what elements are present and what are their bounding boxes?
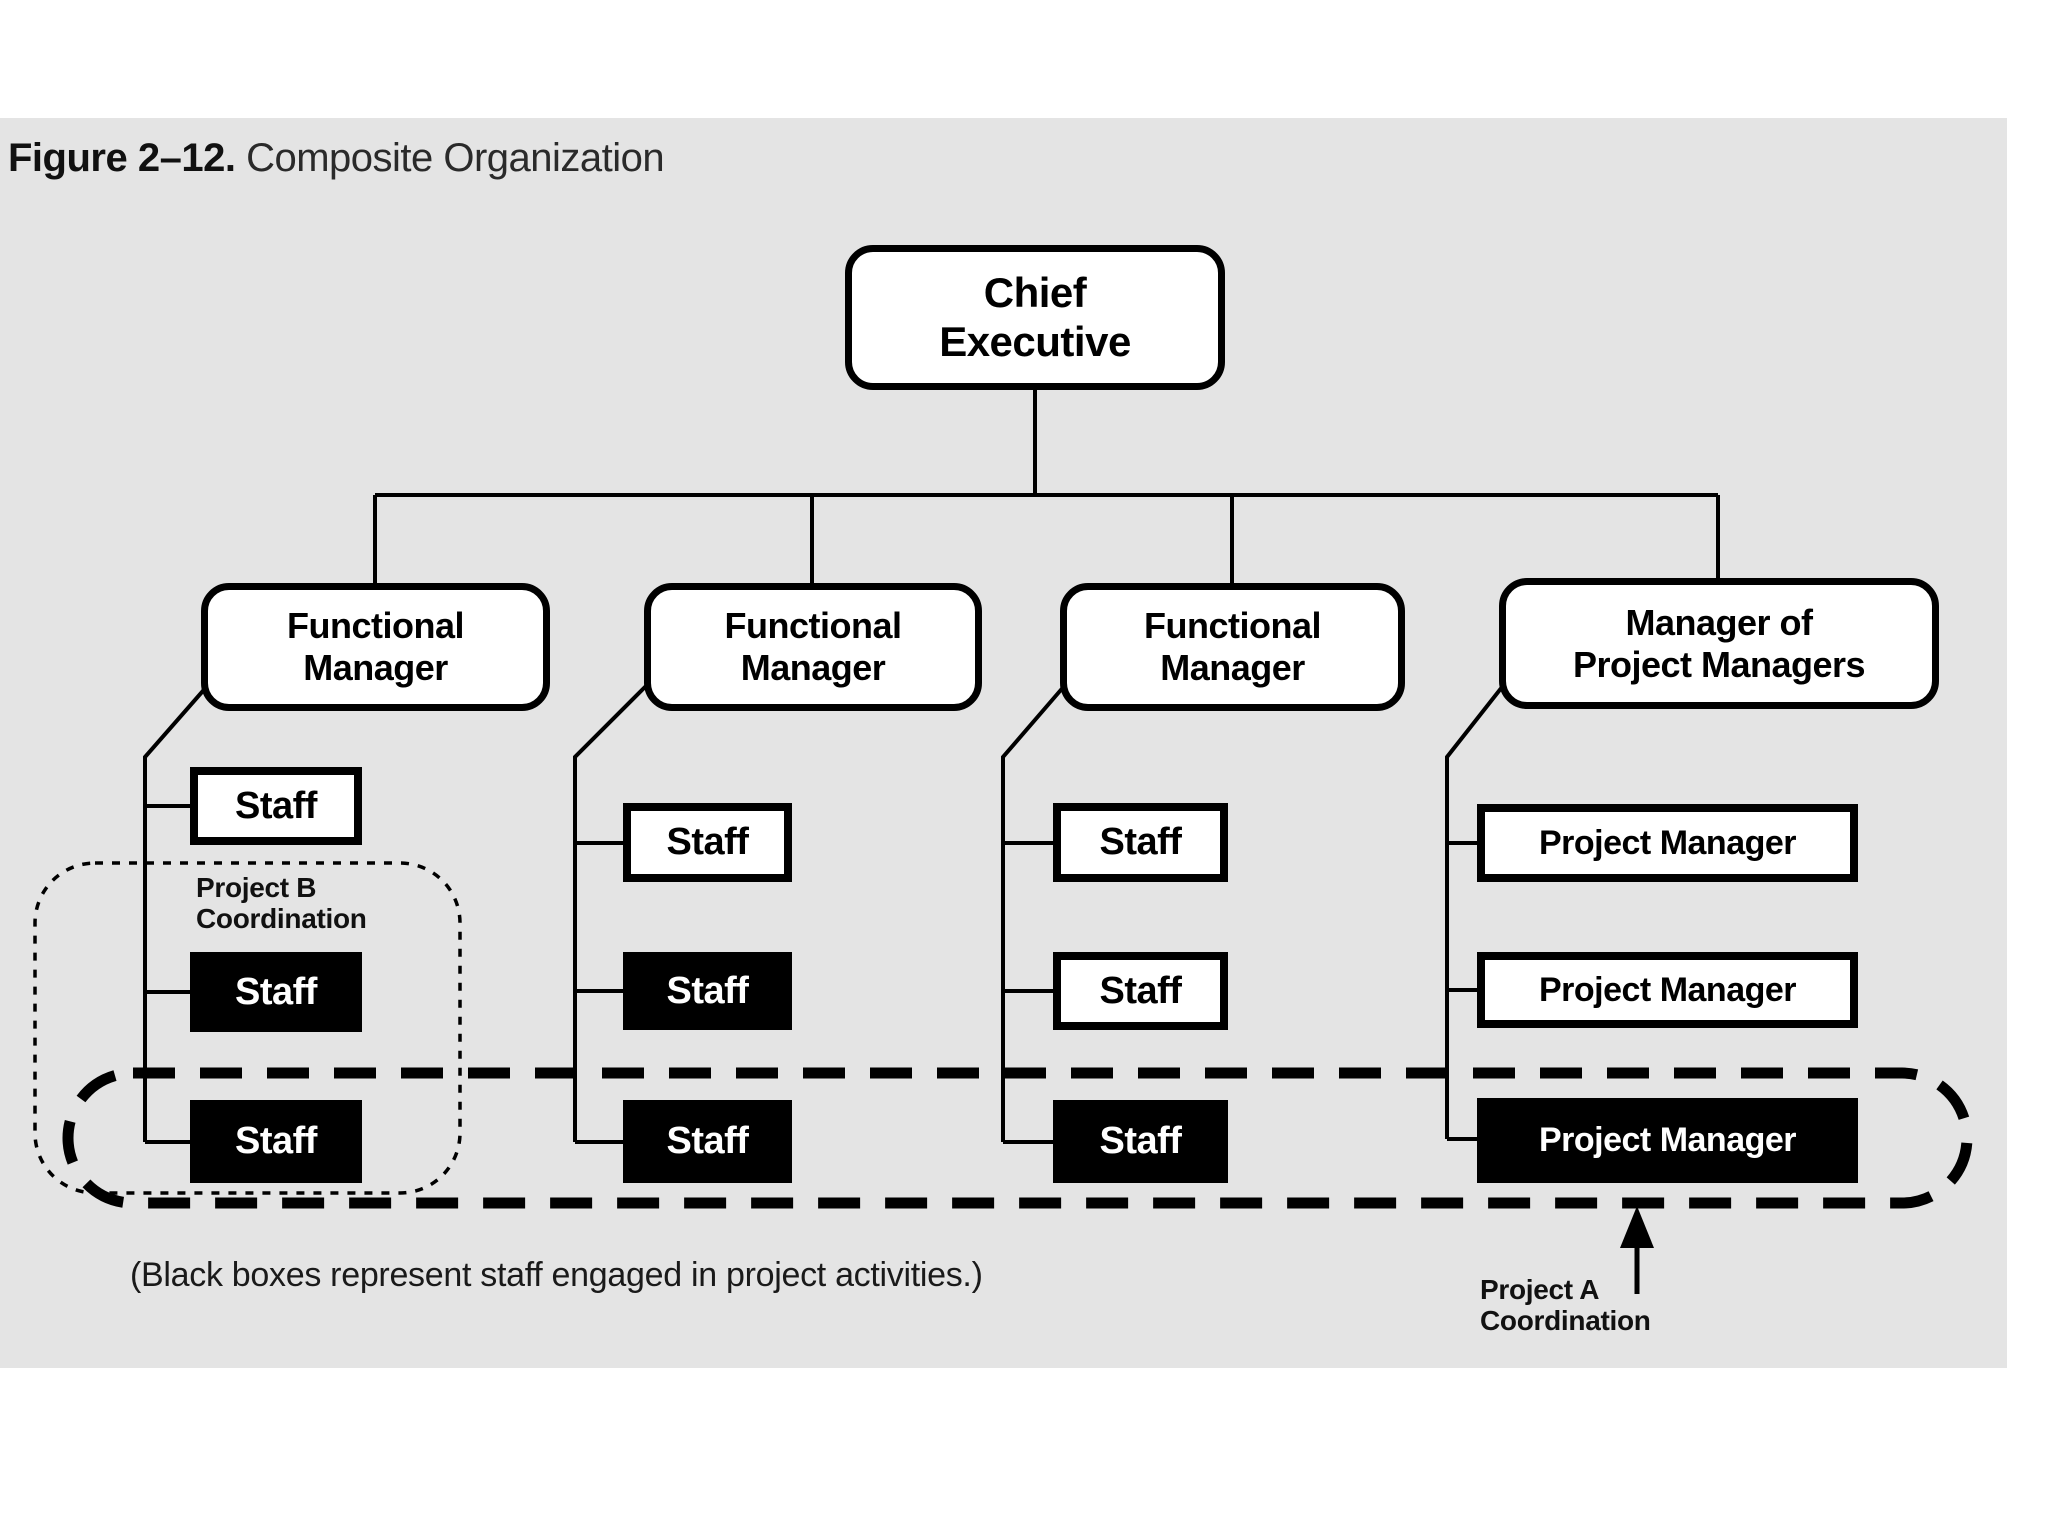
org-box-staff-c3-r1: Staff — [1053, 803, 1228, 882]
org-box-label: Chief Executive — [939, 269, 1131, 365]
org-tree-connectors — [373, 390, 1720, 583]
org-box-staff-c1-r1: Staff — [190, 767, 362, 845]
figure-number: Figure 2–12. — [8, 136, 236, 180]
org-box-staff-c2-r1: Staff — [623, 803, 792, 882]
org-box-staff-c2-r3-engaged: Staff — [623, 1100, 792, 1183]
figure-caption: Figure 2–12. Composite Organization — [8, 136, 665, 181]
org-box-label: Manager of Project Managers — [1572, 601, 1866, 685]
org-box-label: Project Manager — [1538, 970, 1797, 1009]
org-box-label: Staff — [1099, 1120, 1182, 1162]
project-b-coordination-label: Project B Coordination — [196, 872, 367, 935]
project-a-coordination-label: Project A Coordination — [1480, 1274, 1651, 1337]
spine-col2 — [573, 682, 650, 1144]
project-b-coordination-outline — [33, 861, 462, 1195]
org-box-label: Staff — [666, 1120, 749, 1162]
org-box-label: Functional Manager — [724, 605, 903, 688]
legend-note: (Black boxes represent staff engaged in … — [130, 1256, 983, 1294]
org-box-project-manager-1: Project Manager — [1477, 804, 1858, 882]
spine-col1 — [143, 682, 211, 1144]
org-box-functional-manager-3: Functional Manager — [1060, 583, 1405, 711]
org-box-functional-manager-1: Functional Manager — [201, 583, 550, 711]
org-box-label: Functional Manager — [1144, 605, 1322, 688]
org-box-label: Staff — [235, 970, 317, 1013]
org-box-staff-c1-r3-engaged: Staff — [190, 1100, 362, 1183]
spine-col3 — [1001, 682, 1068, 1144]
project-a-arrow — [1620, 1206, 1654, 1294]
org-box-staff-c3-r2: Staff — [1053, 952, 1228, 1030]
org-box-staff-c3-r3-engaged: Staff — [1053, 1100, 1228, 1183]
org-box-staff-c2-r2-engaged: Staff — [623, 952, 792, 1030]
org-box-label: Project Manager — [1538, 823, 1797, 862]
org-box-label: Staff — [666, 969, 749, 1012]
org-box-chief-executive: Chief Executive — [845, 245, 1225, 390]
org-box-label: Staff — [235, 784, 317, 827]
arrow-head-icon — [1620, 1206, 1654, 1248]
project-a-coordination-outline — [62, 1067, 1973, 1209]
org-box-label: Staff — [235, 1120, 317, 1162]
org-box-project-manager-3-engaged: Project Manager — [1477, 1098, 1858, 1183]
org-box-label: Project Manager — [1538, 1121, 1797, 1159]
org-box-label: Functional Manager — [287, 605, 465, 688]
org-box-staff-c1-r2-engaged: Staff — [190, 952, 362, 1032]
org-box-manager-of-project-managers: Manager of Project Managers — [1499, 578, 1939, 709]
column-spines — [143, 680, 1508, 1144]
org-box-label: Staff — [1099, 969, 1182, 1012]
org-box-project-manager-2: Project Manager — [1477, 952, 1858, 1028]
org-box-functional-manager-2: Functional Manager — [644, 583, 982, 711]
spine-col4 — [1445, 680, 1508, 1141]
org-box-label: Staff — [1099, 821, 1182, 863]
figure-name: Composite Organization — [246, 136, 665, 180]
org-box-label: Staff — [666, 821, 749, 863]
